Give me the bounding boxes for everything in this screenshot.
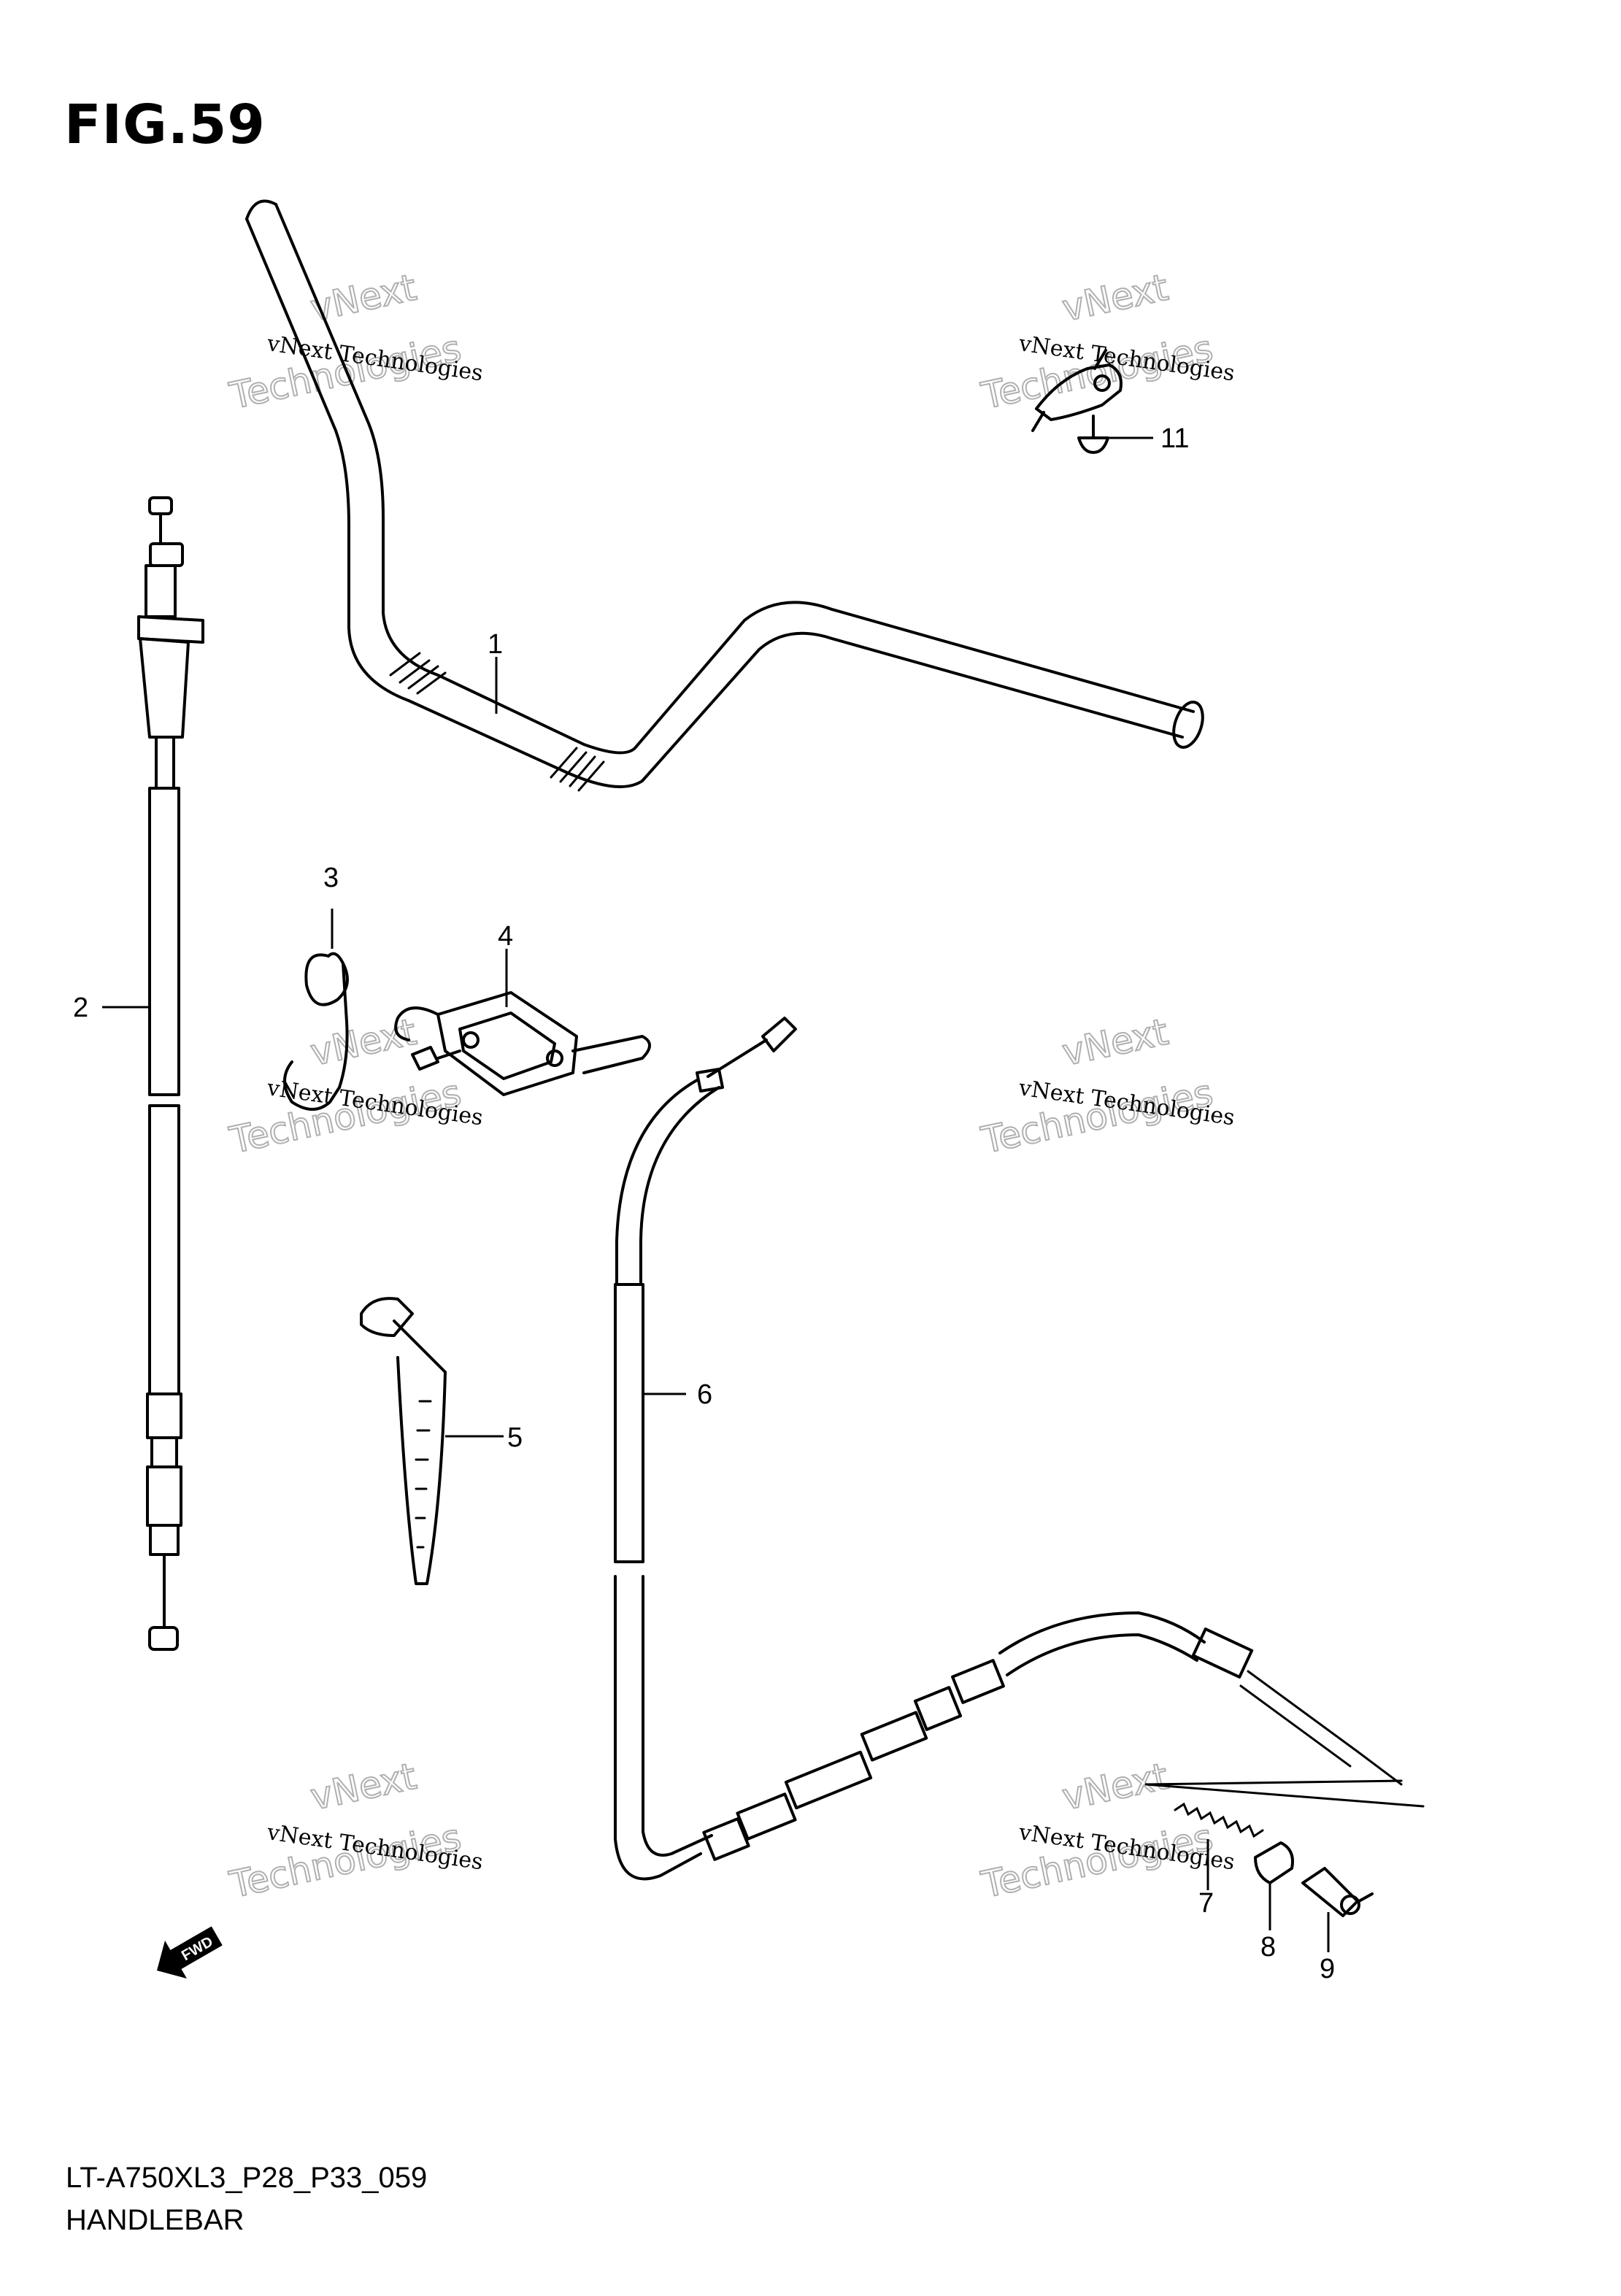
watermark-big-1: vNext	[307, 1755, 420, 1819]
callout-3: 3	[323, 863, 339, 893]
fwd-arrow: FWD	[157, 1926, 223, 1979]
callout-4: 4	[498, 921, 513, 952]
part-screw	[1077, 415, 1109, 454]
watermark-bottom-left: vNext Technologies vNext Technologies	[225, 1754, 484, 1907]
callout-5: 5	[507, 1422, 523, 1453]
section-name: HANDLEBAR	[66, 2204, 245, 2236]
callout-7: 7	[1198, 1888, 1214, 1919]
part-throttle-clip	[1031, 349, 1123, 432]
part-handlebar	[245, 199, 1204, 792]
watermark-big-1: vNext	[1058, 1011, 1171, 1074]
callout-1: 1	[488, 629, 503, 660]
callouts: 1 2 3 4 5 6 7 8 9 11	[73, 423, 1335, 1984]
callout-2: 2	[73, 993, 88, 1023]
watermark-top-right: vNext Technologies vNext Technologies	[977, 266, 1236, 418]
part-pin	[1301, 1867, 1374, 1917]
part-brake-cable	[614, 1017, 1403, 1881]
leader-lines	[102, 436, 1330, 1952]
detail-guide-lines	[1144, 1779, 1425, 1808]
watermark-bottom-right: vNext Technologies vNext Technologies	[977, 1754, 1236, 1907]
callout-9: 9	[1320, 1954, 1335, 1984]
part-cable-tie	[360, 1297, 447, 1585]
model-code: LT-A750XL3_P28_P33_059	[66, 2162, 428, 2194]
watermark-big-1: vNext	[1058, 266, 1171, 330]
part-joint	[1254, 1841, 1294, 1884]
part-bracket	[394, 991, 651, 1096]
part-throttle-cable	[137, 496, 204, 1651]
watermark-big-1: vNext	[1058, 1755, 1171, 1819]
watermark-big-1: vNext	[307, 1011, 420, 1074]
callout-11: 11	[1160, 423, 1189, 454]
part-wire-clip	[283, 952, 349, 1111]
watermark-mid-right: vNext Technologies vNext Technologies	[977, 1010, 1236, 1163]
figure-label: FIG.59	[64, 93, 266, 156]
watermark-mid-left: vNext Technologies vNext Technologies	[225, 1010, 484, 1163]
callout-6: 6	[697, 1379, 712, 1410]
part-spring	[1174, 1802, 1264, 1838]
callout-8: 8	[1260, 1932, 1276, 1962]
